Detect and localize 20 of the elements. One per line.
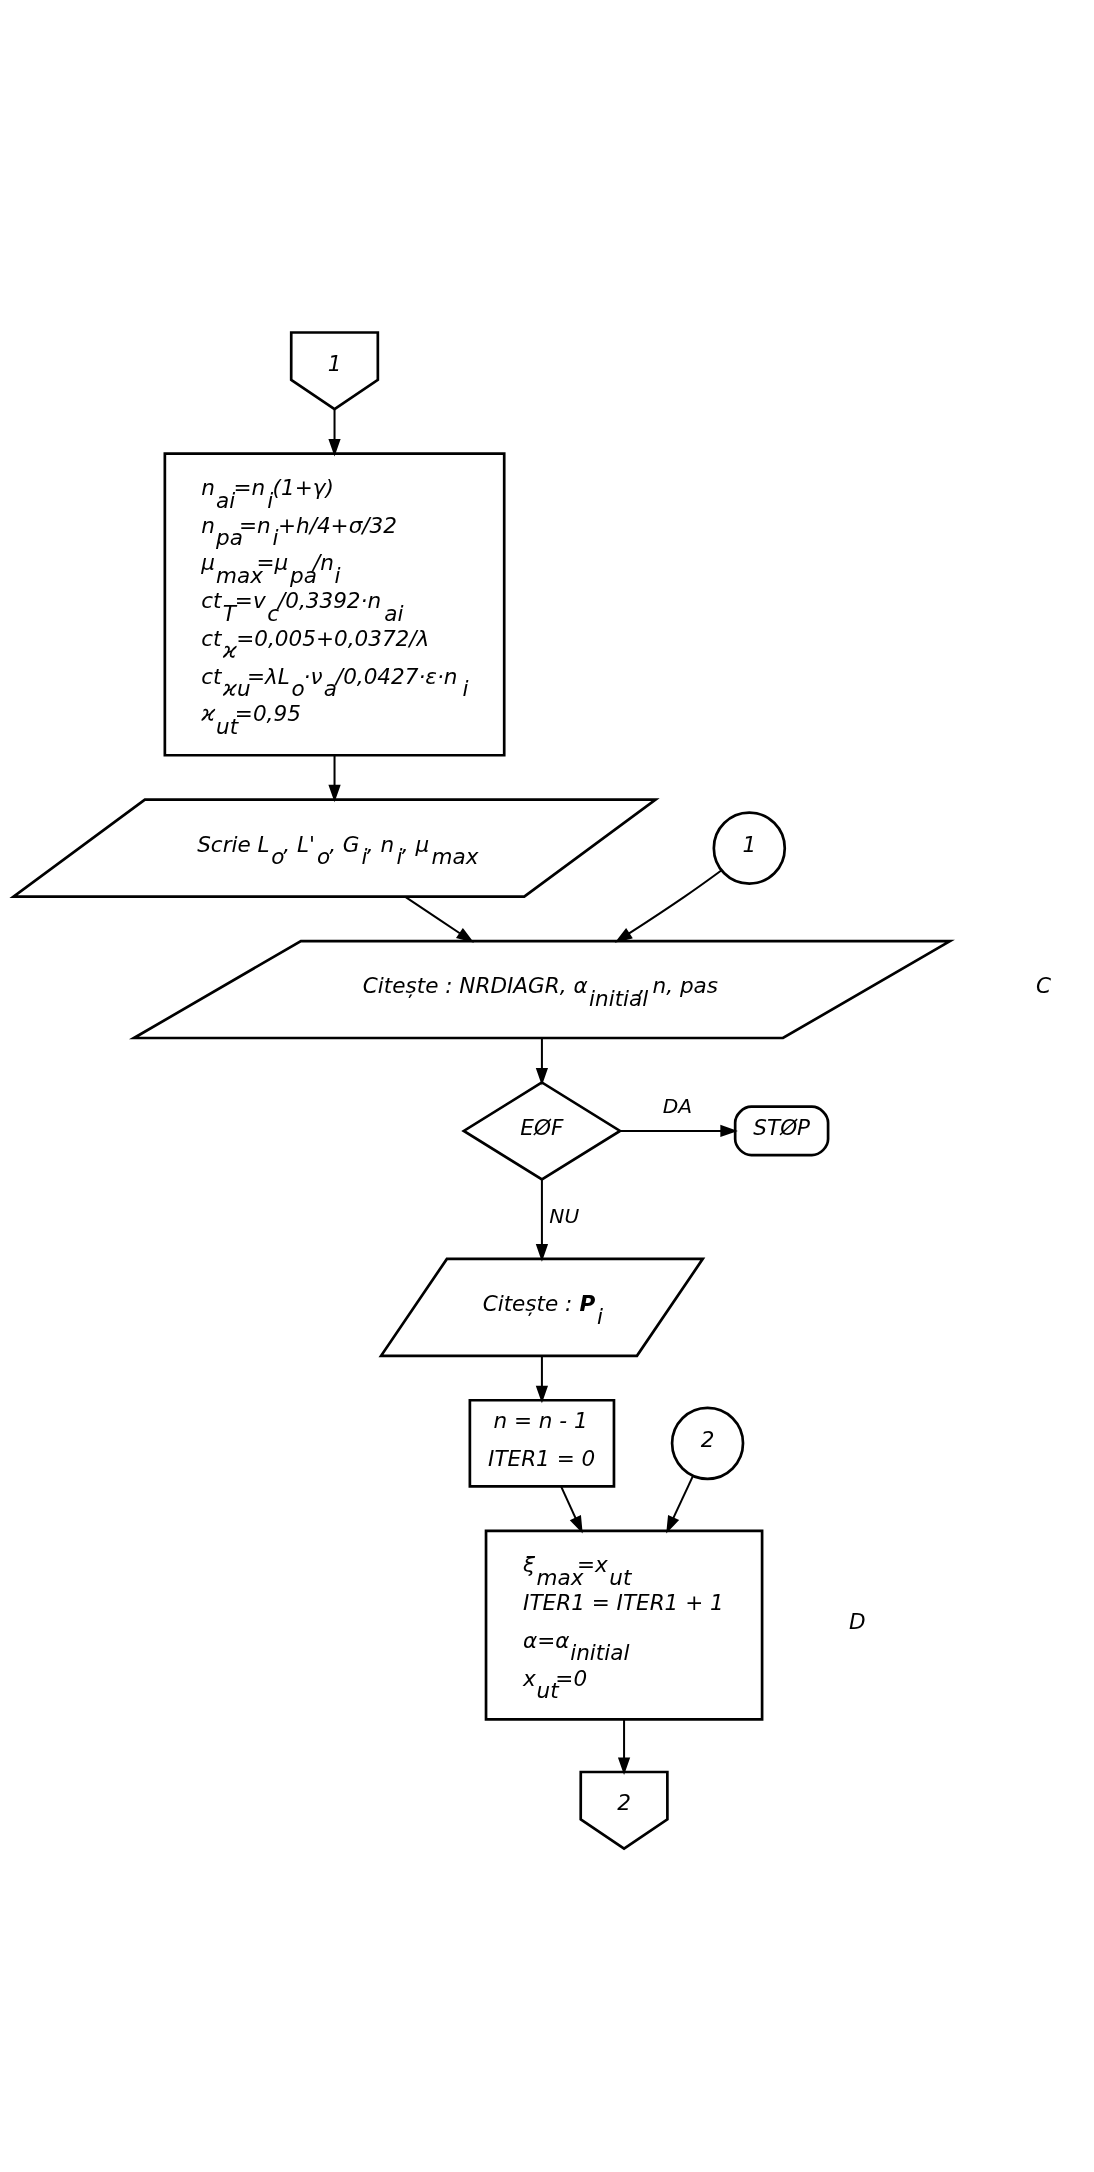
label: D [848,1608,866,1634]
edge-label: NU [549,1203,580,1228]
label: C [1036,972,1052,998]
node-box: STØP [733,1104,830,1157]
arrow [535,1355,549,1403]
arrow [535,1037,549,1085]
node-box: n = n - 1 ITER1 = 0 [468,1398,616,1488]
arrow [620,1124,738,1137]
arrow [328,409,341,456]
edge-label: DA [662,1093,693,1118]
arrow [535,1179,549,1262]
arrow [614,869,722,943]
arrow [328,754,341,802]
arrow [617,1719,631,1775]
node-circle: 2 [670,1406,745,1480]
arrow [560,1485,583,1534]
node-diamond: EØF [461,1080,623,1181]
node-circle: 1 [712,810,787,885]
arrow [666,1475,694,1533]
arrow [404,895,474,943]
